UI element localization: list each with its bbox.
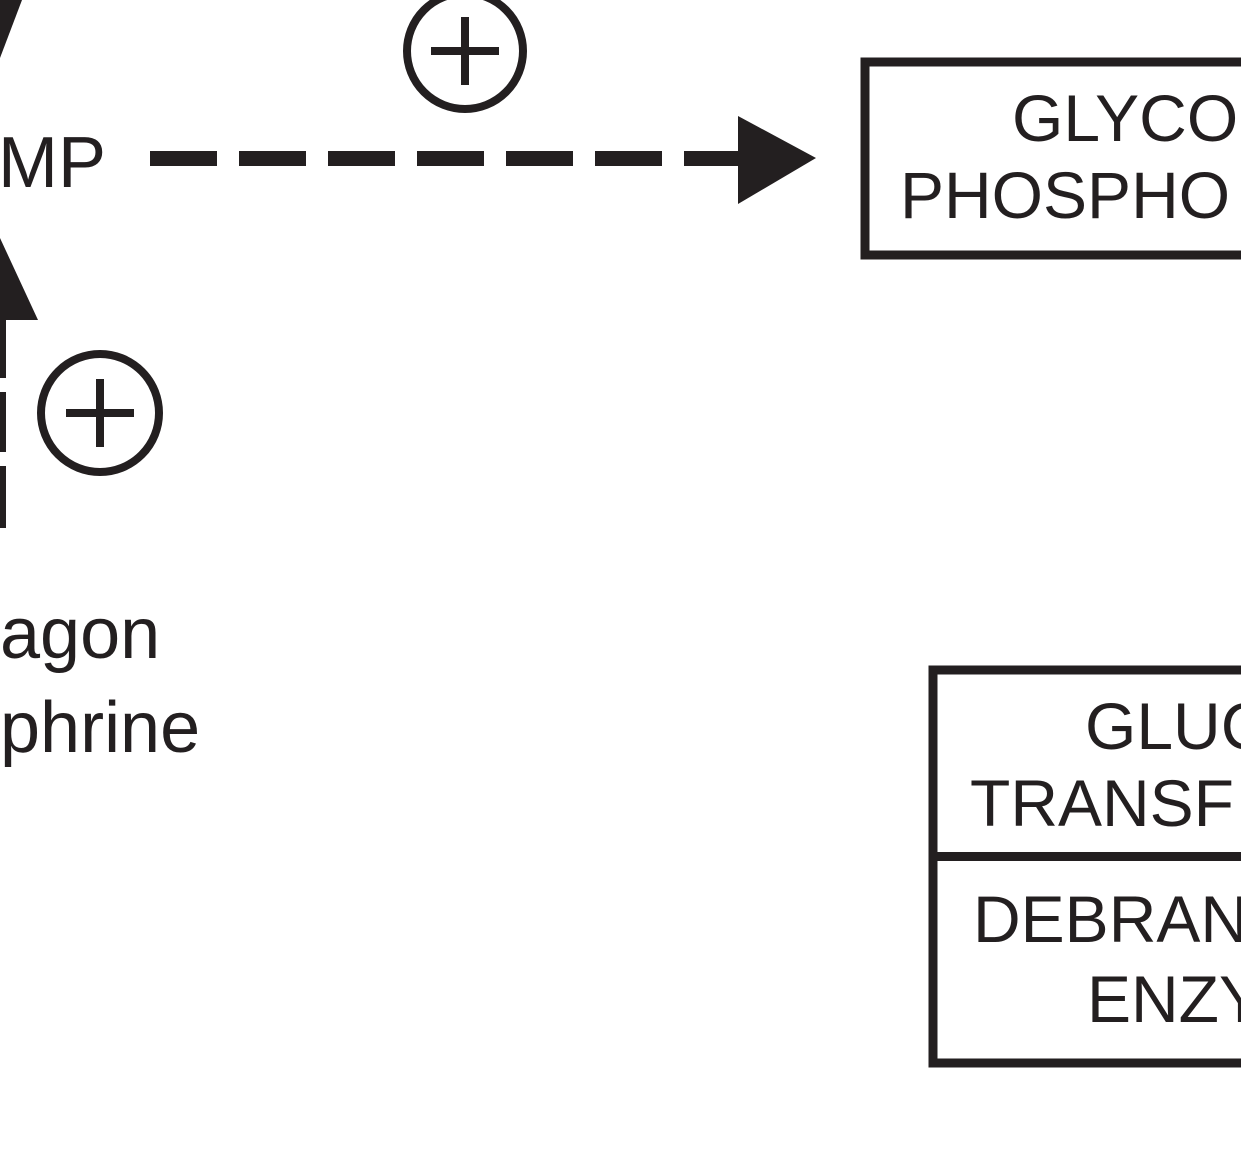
- hormone-label-epinephrine: phrine: [0, 688, 200, 768]
- box-glycogen-phosphorylase-line2: PHOSPHO: [900, 158, 1230, 232]
- arrowhead-fragment-top-left: [0, 0, 22, 58]
- plus-sign-icon-top: [403, 0, 527, 113]
- dashed-arrow-to-phosphorylase: [150, 116, 816, 204]
- box-glucan-transferase-line1: GLUC: [1085, 689, 1241, 763]
- box-glycogen-phosphorylase: GLYCO PHOSPHO: [860, 57, 1241, 260]
- arrowhead-right: [738, 116, 816, 204]
- box-debranching-complex: GLUC TRANSF DEBRAN ENZY: [928, 665, 1241, 1068]
- camp-label: MP: [0, 123, 106, 203]
- dashed-arrow-to-camp: [0, 238, 38, 528]
- box-glycogen-phosphorylase-line1: GLYCO: [1012, 81, 1238, 155]
- box-debranching-enzyme-line1: DEBRAN: [973, 882, 1241, 956]
- box-debranching-enzyme-line2: ENZY: [1087, 962, 1241, 1036]
- plus-sign-icon-left: [37, 350, 163, 476]
- hormone-label-glucagon: agon: [0, 594, 160, 674]
- box-glucan-transferase-line2: TRANSF: [970, 766, 1234, 840]
- arrowhead-up: [0, 238, 38, 320]
